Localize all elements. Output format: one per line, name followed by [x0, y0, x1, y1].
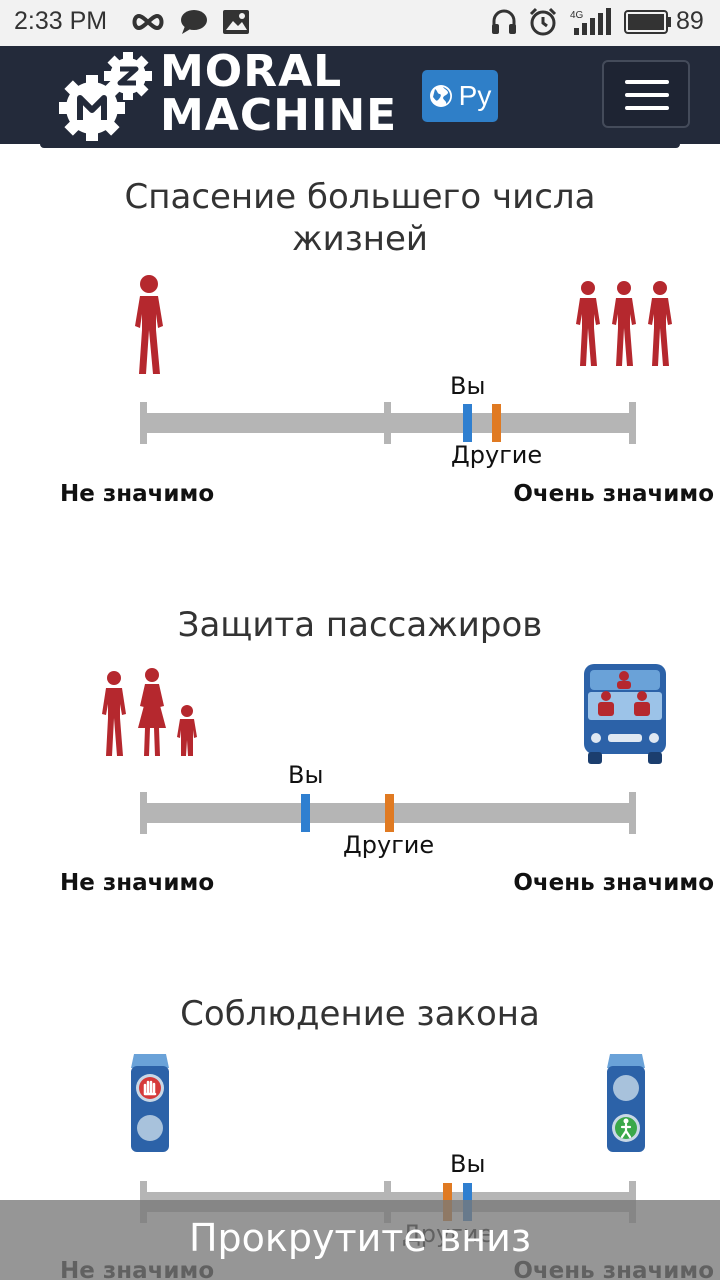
scale-left-end-label: Не значимо — [60, 870, 215, 896]
battery-level: 89 — [676, 7, 704, 35]
language-label: Ру — [458, 80, 492, 111]
headphones-icon — [492, 9, 516, 34]
others-marker — [492, 404, 502, 442]
header-underline — [40, 144, 680, 148]
scale-right-end-label: Очень значимо — [513, 481, 714, 507]
others-label: Другие — [343, 831, 435, 859]
importance-slider — [140, 402, 636, 444]
logo-line-moral: MORAL — [160, 46, 343, 97]
scale-left-end-label: Не значимо — [60, 481, 215, 507]
image-notification-icon — [223, 10, 249, 34]
globe-icon — [429, 85, 452, 107]
language-button[interactable]: Ру — [422, 70, 498, 122]
others-marker — [384, 794, 394, 832]
single-person-icon — [135, 275, 163, 374]
logo-line-machine: MACHINE — [160, 90, 398, 141]
slider-tick — [140, 792, 147, 834]
moral-machine-gears-logo-icon[interactable] — [58, 50, 154, 142]
slider-tick — [629, 402, 636, 444]
scale-right-end-label: Очень значимо — [513, 870, 714, 896]
slider-tick — [140, 402, 147, 444]
car-with-passengers-icon — [584, 664, 666, 764]
alarm-icon — [529, 7, 557, 36]
red-traffic-light-icon — [131, 1054, 169, 1152]
hamburger-menu-button[interactable] — [602, 60, 690, 128]
you-label: Вы — [450, 372, 486, 400]
section-title: Защита пассажиров — [177, 605, 543, 645]
infinity-icon — [132, 13, 164, 31]
network-type: 4G — [570, 10, 584, 21]
you-marker — [462, 404, 472, 442]
green-traffic-light-icon — [607, 1054, 645, 1152]
menu-line-icon — [625, 106, 669, 110]
others-label: Другие — [451, 441, 543, 469]
you-label: Вы — [450, 1150, 486, 1178]
importance-slider — [140, 792, 636, 834]
chat-bubble-icon — [181, 10, 207, 34]
scroll-down-banner[interactable]: Прокрутите вниз — [0, 1200, 720, 1280]
pedestrian-family-icon — [102, 668, 197, 756]
you-label: Вы — [288, 761, 324, 789]
you-marker — [301, 794, 311, 832]
group-of-three-icon — [576, 281, 672, 366]
slider-tick — [384, 402, 391, 444]
slider-tick — [629, 792, 636, 834]
section-title: Спасение большего числа жизней — [124, 177, 596, 259]
menu-line-icon — [625, 93, 669, 97]
logo-wordmark[interactable]: MORAL MACHINE — [160, 50, 397, 138]
menu-line-icon — [625, 80, 669, 84]
signal-icon: 4G — [570, 8, 611, 35]
status-time: 2:33 PM — [14, 7, 108, 35]
section-title: Соблюдение закона — [180, 994, 540, 1034]
status-bar: 2:33 PM 4G 89 — [0, 0, 720, 46]
battery-icon — [624, 10, 671, 34]
